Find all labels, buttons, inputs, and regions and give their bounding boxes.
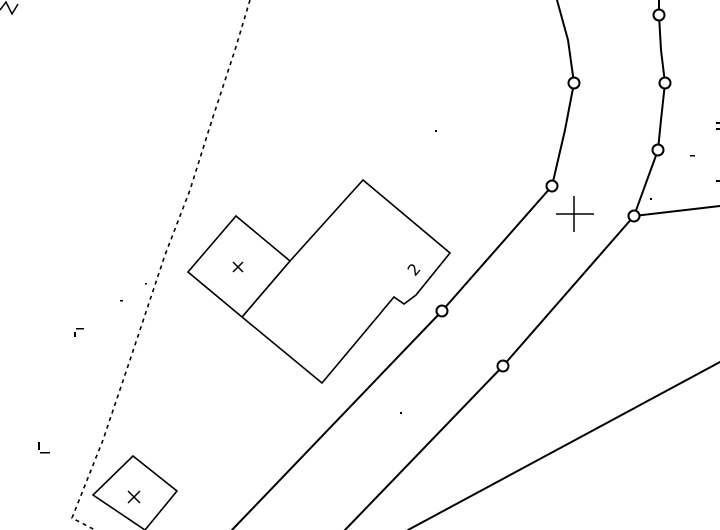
survey-node — [545, 179, 559, 193]
scan-specks — [38, 122, 720, 454]
survey-node — [496, 359, 510, 373]
corner-scribble — [0, 0, 19, 16]
survey-node — [435, 304, 449, 318]
parcel-line-branch — [633, 205, 720, 217]
survey-node — [627, 209, 641, 223]
survey-node — [658, 76, 672, 90]
x-mark-icon — [127, 490, 141, 504]
road-edge-right — [344, 0, 666, 530]
survey-node — [651, 143, 665, 157]
parcel-line-lower — [407, 361, 720, 530]
cross-icon — [556, 196, 594, 232]
survey-node — [567, 76, 581, 90]
x-mark-icon — [232, 261, 244, 273]
survey-node — [652, 8, 666, 22]
building-small-southwest — [91, 454, 179, 530]
